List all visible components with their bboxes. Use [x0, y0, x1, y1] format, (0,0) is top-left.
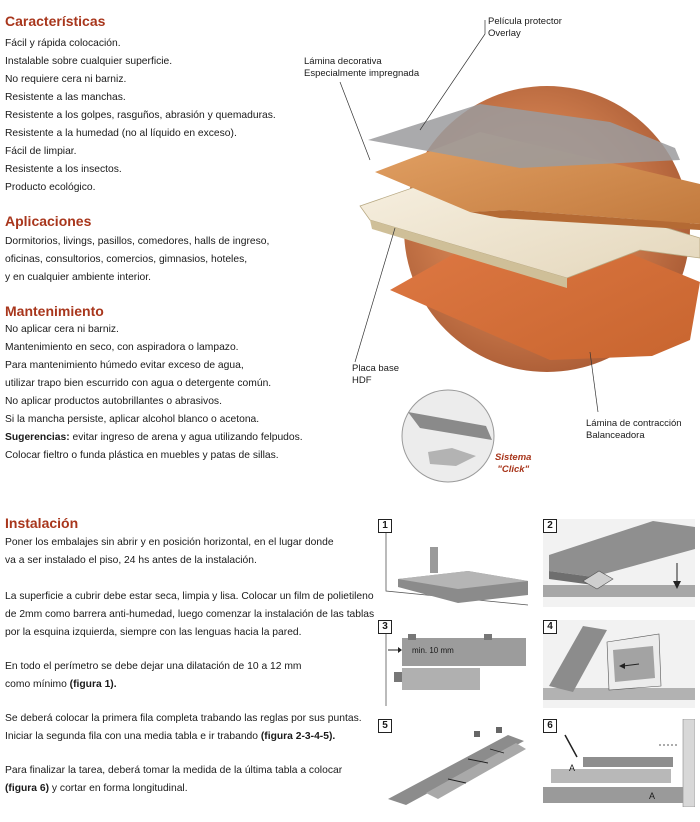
list-item: Resistente a los golpes, rasguños, abras…	[5, 110, 276, 121]
list-item: Producto ecológico.	[5, 182, 96, 193]
caracteristicas-list: Fácil y rápida colocación. Instalable so…	[5, 35, 276, 197]
list-item: No requiere cera ni barniz.	[5, 74, 127, 85]
figure-6-label-a: A	[649, 791, 656, 801]
decor-edge	[470, 210, 700, 230]
label-sistema-click: Sistema "Click"	[495, 452, 532, 475]
text-line: La superficie a cubrir debe estar seca, …	[5, 591, 374, 602]
figure-number: 4	[543, 620, 557, 634]
figure-3-measure: min. 10 mm	[412, 646, 454, 655]
label-lamina-decorativa: Lámina decorativa Especialmente impregna…	[304, 56, 420, 79]
text-line: No aplicar productos autobrillantes o ab…	[5, 396, 222, 407]
leader-line	[589, 351, 599, 413]
sugerencias-label: Sugerencias:	[5, 432, 70, 443]
instalacion-text: Poner los embalajes sin abrir y en posic…	[5, 534, 374, 798]
text-line: En todo el perímetro se debe dejar una d…	[5, 661, 302, 672]
text-line: como mínimo (figura 1).	[5, 679, 117, 690]
sugerencias-text: evitar ingreso de arena y agua utilizand…	[69, 432, 303, 443]
text-line: (figura 6) y cortar en forma longitudina…	[5, 783, 188, 794]
figure-1-drawing	[385, 529, 529, 606]
text-line: oficinas, consultorios, comercios, gimna…	[5, 254, 248, 265]
caracteristicas-heading: Características	[5, 13, 106, 29]
text-line: Colocar fieltro o funda plástica en mueb…	[5, 450, 279, 461]
text-line: Para mantenimiento húmedo evitar exceso …	[5, 360, 244, 371]
mantenimiento-text: No aplicar cera ni barniz. Mantenimiento…	[5, 321, 303, 465]
figure-6-label-a: A	[569, 763, 576, 773]
text-line: por la esquina izquierda, siempre con la…	[5, 627, 302, 638]
figure-2-drawing	[543, 519, 695, 607]
figure-4-drawing	[543, 620, 695, 708]
text-line: Mantenimiento en seco, con aspiradora o …	[5, 342, 239, 353]
instalacion-heading: Instalación	[5, 515, 79, 531]
figure-5-drawing	[388, 727, 526, 805]
figure-number: 2	[543, 519, 557, 533]
figure-1: 1	[378, 519, 530, 607]
leader-line	[419, 20, 486, 131]
figure-number: 6	[543, 719, 557, 733]
click-detail-tongue	[428, 448, 476, 466]
figure-4: 4	[543, 620, 695, 708]
text-line: utilizar trapo bien escurrido con agua o…	[5, 378, 272, 389]
label-lamina-contraccion: Lámina de contracción Balanceadora	[586, 418, 682, 441]
figure-number: 1	[378, 519, 392, 533]
list-item: Fácil y rápida colocación.	[5, 38, 121, 49]
figure-6-drawing	[543, 718, 696, 808]
text-line: No aplicar cera ni barniz.	[5, 324, 119, 335]
figure-6: A A 6	[543, 718, 696, 808]
mantenimiento-heading: Mantenimiento	[5, 303, 104, 319]
figure-3-drawing	[385, 622, 526, 706]
figure-3: min. 10 mm 3	[378, 620, 530, 708]
figure-2: 2	[543, 519, 695, 607]
text-line: Poner los embalajes sin abrir y en posic…	[5, 537, 334, 548]
floor-layers-diagram	[339, 20, 700, 483]
text-line: Iniciar la segunda fila con una media ta…	[5, 731, 336, 742]
text-line: Si la mancha persiste, aplicar alcohol b…	[5, 414, 260, 425]
leader-line	[354, 227, 396, 363]
figure-5: 5	[378, 719, 530, 807]
list-item: Fácil de limpiar.	[5, 146, 77, 157]
list-item: Instalable sobre cualquier superficie.	[5, 56, 173, 67]
leader-line	[339, 81, 371, 161]
text-line: va a ser instalado el piso, 24 hs antes …	[5, 555, 257, 566]
sugerencias-line: Sugerencias: evitar ingreso de arena y a…	[5, 429, 303, 447]
figure-number: 5	[378, 719, 392, 733]
label-pelicula: Película protector Overlay	[488, 16, 562, 39]
click-detail-board	[408, 412, 492, 440]
aplicaciones-text: Dormitorios, livings, pasillos, comedore…	[5, 233, 269, 287]
text-line: Para finalizar la tarea, deberá tomar la…	[5, 765, 343, 776]
overlay-film	[368, 104, 680, 168]
core-edge	[370, 220, 567, 288]
list-item: Resistente a los insectos.	[5, 164, 122, 175]
figure-number: 3	[378, 620, 392, 634]
aplicaciones-heading: Aplicaciones	[5, 213, 92, 229]
text-line: y en cualquier ambiente interior.	[5, 272, 151, 283]
text-line: Se deberá colocar la primera fila comple…	[5, 713, 362, 724]
text-line: de 2mm como barrera anti-humedad, luego …	[5, 609, 375, 620]
text-line: Dormitorios, livings, pasillos, comedore…	[5, 236, 270, 247]
click-detail-circle	[401, 389, 495, 483]
list-item: Resistente a las manchas.	[5, 92, 126, 103]
label-placa-base: Placa base HDF	[352, 363, 400, 386]
list-item: Resistente a la humedad (no al líquido e…	[5, 128, 237, 139]
